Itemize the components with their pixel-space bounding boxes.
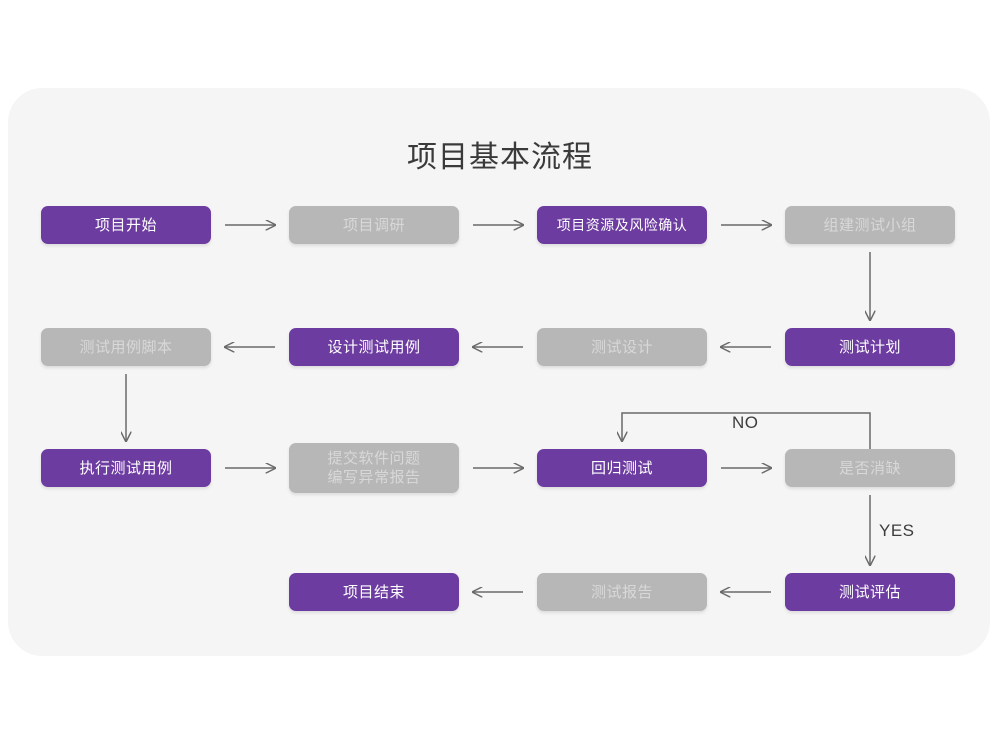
node-form-test-team[interactable]: 组建测试小组 bbox=[785, 206, 955, 244]
node-defects-cleared-decision[interactable]: 是否消缺 bbox=[785, 449, 955, 487]
node-design-test-cases[interactable]: 设计测试用例 bbox=[289, 328, 459, 366]
node-test-case-script[interactable]: 测试用例脚本 bbox=[41, 328, 211, 366]
node-test-report[interactable]: 测试报告 bbox=[537, 573, 707, 611]
edge-label-no: NO bbox=[732, 413, 759, 432]
node-test-plan[interactable]: 测试计划 bbox=[785, 328, 955, 366]
node-execute-test-cases[interactable]: 执行测试用例 bbox=[41, 449, 211, 487]
node-submit-defects-report[interactable]: 提交软件问题 编写异常报告 bbox=[289, 443, 459, 493]
node-project-research[interactable]: 项目调研 bbox=[289, 206, 459, 244]
node-resource-risk-confirm[interactable]: 项目资源及风险确认 bbox=[537, 206, 707, 244]
edge-label-yes: YES bbox=[879, 521, 915, 540]
node-regression-test[interactable]: 回归测试 bbox=[537, 449, 707, 487]
node-test-evaluation[interactable]: 测试评估 bbox=[785, 573, 955, 611]
flowchart-card bbox=[8, 88, 990, 656]
page-title: 项目基本流程 bbox=[407, 141, 593, 174]
node-project-end[interactable]: 项目结束 bbox=[289, 573, 459, 611]
node-test-design[interactable]: 测试设计 bbox=[537, 328, 707, 366]
node-project-start[interactable]: 项目开始 bbox=[41, 206, 211, 244]
